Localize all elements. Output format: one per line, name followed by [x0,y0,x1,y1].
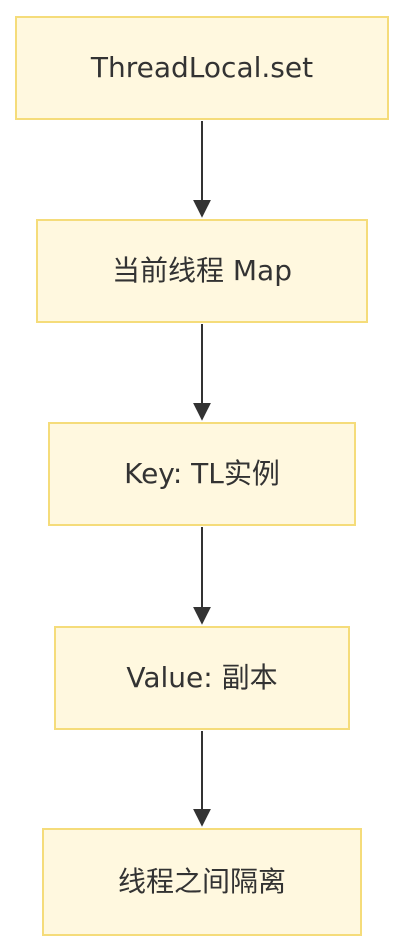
flow-node-threadlocal-set: ThreadLocal.set [15,16,389,120]
flow-node-label: ThreadLocal.set [90,51,314,84]
flow-node-thread-isolation: 线程之间隔离 [42,828,362,936]
flow-node-value-copy: Value: 副本 [54,626,350,730]
flow-node-label: 当前线程 Map [112,254,292,287]
flow-node-label: 线程之间隔离 [117,865,286,898]
flow-node-current-thread-map: 当前线程 Map [36,219,368,323]
flow-node-label: Value: 副本 [126,661,278,694]
flow-node-key-tl-instance: Key: TL实例 [48,422,356,526]
flow-node-label: Key: TL实例 [124,457,280,490]
